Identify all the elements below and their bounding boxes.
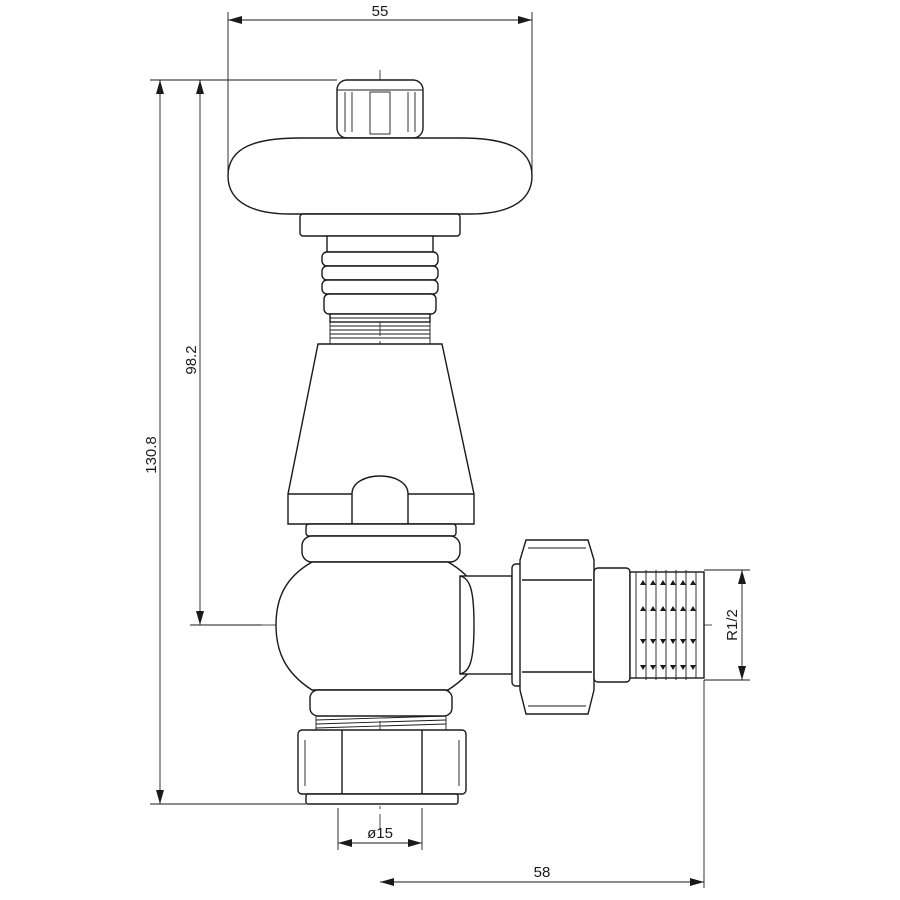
dimension-label-diameter: ø15	[367, 825, 393, 842]
valve-shroud	[287, 343, 475, 525]
valve-head	[336, 79, 424, 139]
valve-stem	[321, 235, 439, 345]
dimension-overall-height: 130.8	[143, 79, 337, 805]
dimension-center-height: 98.2	[183, 79, 262, 626]
dimension-label-thread: R1/2	[724, 609, 741, 641]
dimension-inlet-diameter: ø15	[337, 808, 423, 850]
dimension-thread: R1/2	[704, 569, 750, 681]
dimension-label-center-height: 98.2	[183, 345, 200, 374]
dimension-outlet-length: 58	[380, 680, 705, 888]
side-outlet	[459, 539, 631, 715]
valve-body	[275, 523, 487, 731]
valve-wheel	[227, 137, 533, 237]
dimension-overall-width: 55	[227, 3, 533, 176]
dimension-label-height: 130.8	[143, 436, 160, 474]
threaded-tail	[629, 570, 705, 680]
dimension-label-outlet-length: 58	[534, 864, 551, 881]
bottom-nut	[297, 729, 467, 805]
dimension-label-width: 55	[372, 3, 389, 20]
